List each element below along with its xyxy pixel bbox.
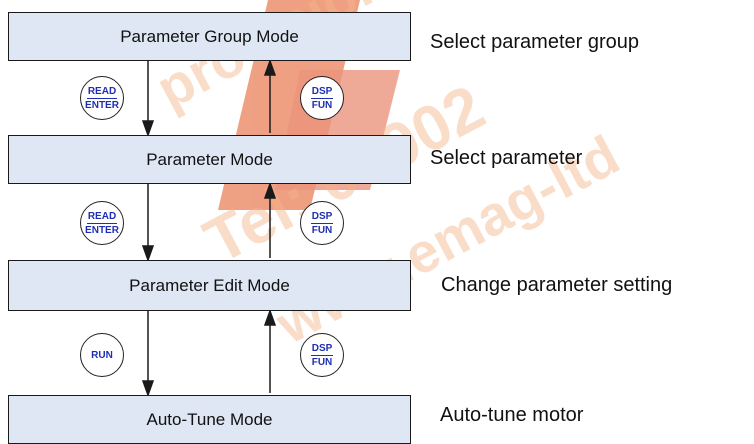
dsp-fun-key-3: DSP FUN bbox=[300, 333, 344, 377]
mode-box-auto-tune: Auto-Tune Mode bbox=[8, 395, 411, 444]
key-top-label: READ bbox=[86, 210, 118, 224]
key-bottom-label: ENTER bbox=[85, 99, 119, 111]
mode-box-parameter-edit: Parameter Edit Mode bbox=[8, 260, 411, 311]
read-enter-key-1: READ ENTER bbox=[80, 76, 124, 120]
key-bottom-label: FUN bbox=[311, 356, 333, 368]
key-bottom-label: FUN bbox=[311, 224, 333, 236]
desc-auto-tune-motor: Auto-tune motor bbox=[440, 404, 584, 426]
key-bottom-label: FUN bbox=[311, 99, 333, 111]
key-top-label: DSP bbox=[310, 210, 334, 224]
mode-label: Parameter Mode bbox=[146, 149, 273, 169]
dsp-fun-key-2: DSP FUN bbox=[300, 201, 344, 245]
mode-label: Auto-Tune Mode bbox=[146, 409, 273, 429]
key-top-label: READ bbox=[86, 85, 118, 99]
mode-label: Parameter Edit Mode bbox=[129, 275, 290, 295]
key-top-label: DSP bbox=[310, 342, 334, 356]
read-enter-key-2: READ ENTER bbox=[80, 201, 124, 245]
run-key: RUN bbox=[80, 333, 124, 377]
desc-select-parameter: Select parameter bbox=[430, 147, 583, 169]
key-bottom-label: ENTER bbox=[85, 224, 119, 236]
desc-change-parameter-setting: Change parameter setting bbox=[441, 274, 673, 296]
desc-select-parameter-group: Select parameter group bbox=[430, 31, 640, 53]
mode-box-parameter: Parameter Mode bbox=[8, 135, 411, 184]
mode-label: Parameter Group Mode bbox=[120, 26, 299, 46]
key-label: RUN bbox=[91, 349, 113, 361]
mode-box-parameter-group: Parameter Group Mode bbox=[8, 12, 411, 61]
key-top-label: DSP bbox=[310, 85, 334, 99]
dsp-fun-key-1: DSP FUN bbox=[300, 76, 344, 120]
